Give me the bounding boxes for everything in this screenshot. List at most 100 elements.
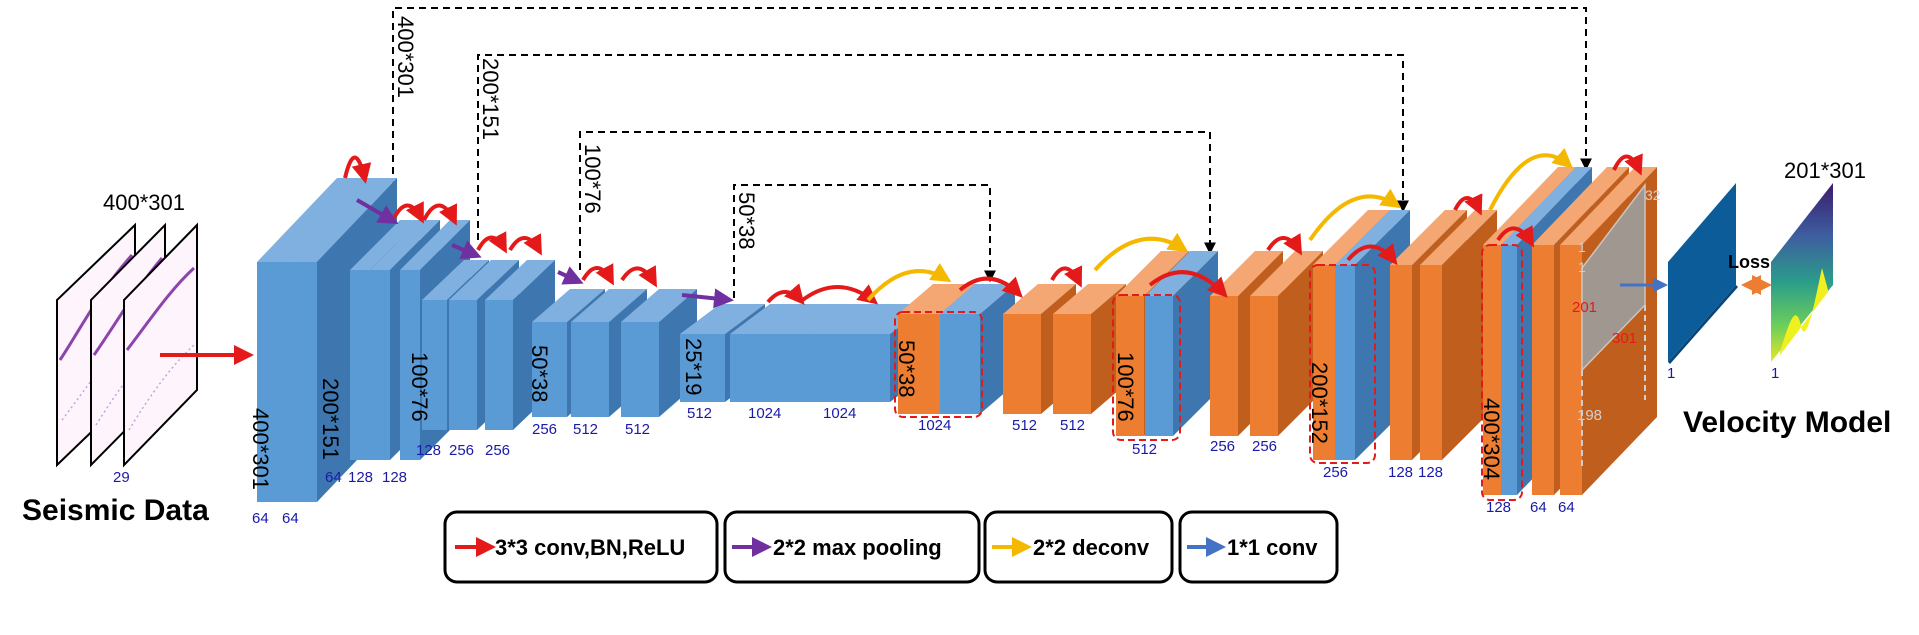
- dec3-skip-front: [1145, 296, 1173, 436]
- concat-boxes: [894, 244, 1523, 501]
- seismic-panel: [123, 222, 198, 468]
- enc3-channels-label: 256: [485, 442, 510, 459]
- dec4-upsampled-top: [898, 284, 975, 314]
- conv-arrow: [476, 231, 507, 254]
- crop-height-label: 201: [1572, 299, 1597, 316]
- legend-pool-label: 2*2 max pooling: [773, 535, 942, 560]
- dec4-skip-top: [940, 284, 1015, 314]
- bottleneck-channels-label: 1024: [748, 405, 781, 422]
- enc2-block-2-front: [370, 270, 390, 460]
- conv-arrow: [422, 203, 458, 226]
- deconv-arrow: [1093, 232, 1189, 272]
- legend-item-deconv: 2*2 deconv: [983, 510, 1174, 584]
- block-labels: 400*301 200*151 100*76 50*38 25*19 50*38…: [248, 338, 1575, 527]
- conv-arrow: [1148, 270, 1228, 298]
- dec3-block-2: [1250, 251, 1323, 436]
- enc2-block-1-front: [350, 270, 370, 460]
- enc2-block-3-top: [400, 220, 470, 270]
- dec4-block-1-top: [1003, 284, 1076, 314]
- conv-arrow: [620, 265, 657, 288]
- conv-arrow: [958, 276, 1023, 298]
- enc4-block-1-front: [532, 322, 567, 417]
- conv-arrow: [1496, 225, 1535, 248]
- legend-item-pool: 2*2 max pooling: [723, 510, 981, 584]
- skip-label-3: 100*76: [580, 144, 605, 214]
- dec1-channels-label: 64: [1530, 499, 1547, 516]
- enc4-channels-label: 512: [625, 421, 650, 438]
- pool-arrow: [451, 240, 482, 259]
- dec1-block-1-top: [1532, 167, 1629, 245]
- legend: 3*3 conv,BN,ReLU 2*2 max pooling 2*2 dec…: [443, 510, 1339, 584]
- dec1-skip-front: [1501, 245, 1517, 495]
- legend-deconv-label: 2*2 deconv: [1033, 535, 1150, 560]
- skip-label-1: 400*301: [393, 16, 418, 98]
- final-output-map: [1668, 183, 1738, 364]
- dec3-upsampled-front: [1116, 296, 1144, 436]
- enc2-block-2-top: [370, 220, 440, 270]
- dec2-upsampled-top: [1313, 210, 1390, 265]
- input-size-label: 400*301: [103, 190, 185, 215]
- dec2-skip-top: [1335, 210, 1410, 265]
- enc3-channels-label: 256: [449, 442, 474, 459]
- conv-arrow: [1050, 265, 1083, 288]
- skip-connection-2: [477, 54, 1409, 240]
- seismic-data-input: [56, 222, 198, 468]
- skip-connection-3: [579, 131, 1216, 270]
- dec1-block-2-top: [1560, 167, 1657, 245]
- enc4-block-3-top: [621, 289, 697, 322]
- dec1-block-1-front: [1532, 245, 1554, 495]
- dec3-channels-label: 256: [1210, 438, 1235, 455]
- dec2-channels-label: 128: [1418, 464, 1443, 481]
- dec2-block-2-front: [1420, 265, 1442, 460]
- pool-arrow: [355, 198, 399, 225]
- dec1-size-label: 400*304: [1479, 398, 1504, 480]
- enc3-block-3-front: [485, 300, 513, 430]
- pool-arrow: [557, 266, 584, 285]
- conv-arrow: [343, 155, 372, 184]
- crop-remainder-label: 198: [1577, 407, 1602, 424]
- enc1-block-2-top: [287, 178, 397, 262]
- dec4-skip: [940, 284, 1015, 414]
- deconv-arrow: [1488, 147, 1574, 211]
- bottleneck-size-label: 25*19: [681, 338, 706, 396]
- skip-connection-4: [733, 184, 996, 298]
- enc2-channels-label: 128: [382, 469, 407, 486]
- bottleneck-block-1-front: [680, 334, 725, 402]
- dec1-channels-label: 128: [1486, 499, 1511, 516]
- enc3-block-2-front: [449, 300, 477, 430]
- enc4-channels-label: 256: [532, 421, 557, 438]
- skip-label-4: 50*38: [734, 192, 759, 250]
- dec2-skip-front: [1335, 265, 1355, 460]
- dec1-upsampled-front: [1483, 245, 1501, 495]
- dec2-upsampled-front: [1313, 265, 1335, 460]
- enc3-block-1-front: [422, 300, 447, 430]
- enc4-channels-label: 512: [573, 421, 598, 438]
- crop-region: [1581, 182, 1646, 470]
- dec3-channels-label: 256: [1252, 438, 1277, 455]
- dec3-block-2-side: [1278, 251, 1323, 436]
- conv-arrow: [581, 263, 614, 286]
- dec2-channels-label: 128: [1388, 464, 1413, 481]
- crop-width-label: 301: [1612, 330, 1637, 347]
- deconv-arrow: [866, 263, 952, 302]
- feature-map-blocks: [257, 167, 1657, 502]
- dec4-block-1-front: [1003, 314, 1041, 414]
- conv-arrow: [766, 283, 805, 306]
- bottleneck-channels-label: 1024: [823, 405, 856, 422]
- skip-connection-1: [392, 7, 1592, 210]
- enc1-block-2-front: [287, 262, 317, 502]
- conv-arrow: [1346, 243, 1398, 266]
- operation-arrows: [343, 147, 1643, 309]
- enc4-block-3-front: [621, 322, 659, 417]
- bottleneck-channels-label: 512: [687, 405, 712, 422]
- dec4-skip-front: [940, 314, 980, 414]
- dec3-skip-side: [1173, 251, 1218, 436]
- dec2-block-1-front: [1390, 265, 1412, 460]
- bottleneck-block-1-top: [680, 304, 765, 334]
- enc2-block-3-front: [400, 270, 420, 460]
- conv-arrow: [508, 233, 542, 256]
- loss-label: Loss: [1728, 252, 1770, 272]
- output-channels-label: 1: [1771, 365, 1779, 382]
- dec2-block-2-top: [1420, 210, 1497, 265]
